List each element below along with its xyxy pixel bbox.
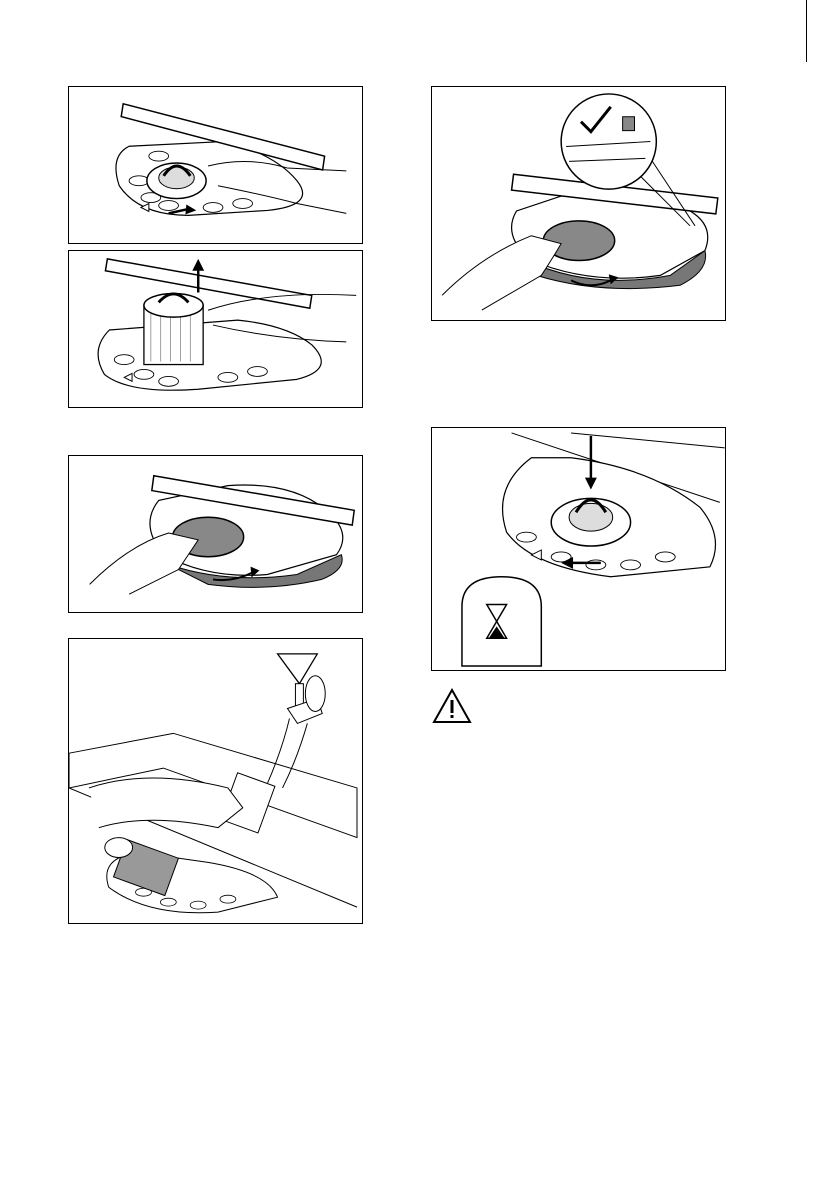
remove-filter-a-icon (69, 456, 362, 612)
lift-filter-icon (69, 251, 362, 407)
install-filter-a-icon (432, 87, 725, 320)
figure-rinse-filters (68, 638, 363, 924)
rinse-filters-icon (69, 639, 362, 923)
figure-install-filter-a (431, 86, 726, 321)
figure-remove-filter-a (68, 455, 363, 613)
warning-triangle-icon (432, 688, 472, 724)
figure-remove-filter-c (68, 86, 363, 244)
install-filter-c-icon (432, 428, 725, 670)
remove-filter-c-icon (69, 87, 362, 243)
figure-lift-filter (68, 250, 363, 408)
figure-install-filter-c (431, 427, 726, 671)
page-corner-line (806, 0, 807, 62)
